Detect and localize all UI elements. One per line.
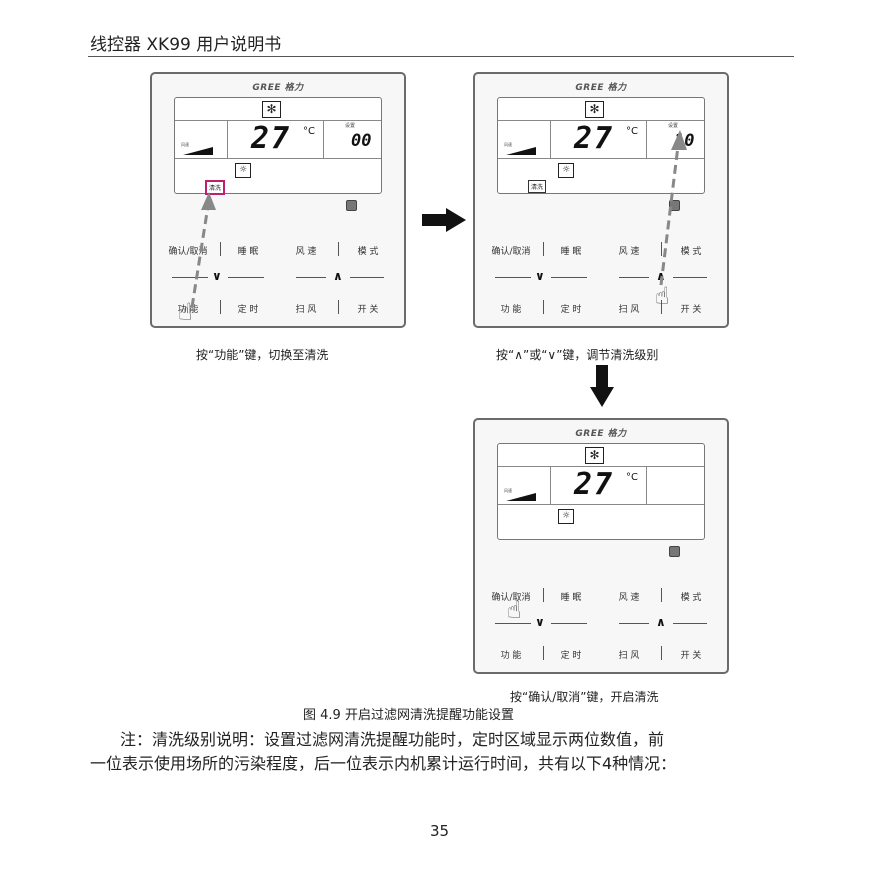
next-step-arrow [590,365,614,407]
light-icon: ☼ [558,509,574,524]
lcd-screen: ✻ 风速 27 °C 设置 10 ☼ 清洗 [497,97,705,194]
timer-display: 00 [351,131,372,151]
controller-panel-3: GREE 格力 ✻ 风速 27 °C ☼ 确认/取消 睡 眠 风 速 模 式 ∨… [473,418,729,674]
cooling-mode-icon: ✻ [262,101,281,118]
controller-panel-2: GREE 格力 ✻ 风速 27 °C 设置 10 ☼ 清洗 确认/取消 睡 眠 … [473,72,729,328]
set-label: 设置 [345,123,356,129]
fan-speed-label: 风速 [504,488,512,493]
sensor-indicator [669,546,680,557]
swing-button[interactable]: 扫 风 [618,651,640,661]
function-button[interactable]: 功 能 [500,651,522,661]
mode-button[interactable]: 模 式 [357,247,379,257]
clean-indicator: 清洗 [205,180,226,195]
page-header: 线控器 XK99 用户说明书 [90,35,282,55]
function-button[interactable]: 功 能 [500,305,522,315]
fan-speed-label: 风速 [181,142,189,147]
down-button[interactable]: ∨ [212,269,222,283]
temperature-display: 27 [574,121,615,156]
down-button[interactable]: ∨ [535,615,545,629]
clean-indicator: 清洗 [528,180,547,193]
power-button[interactable]: 开 关 [357,305,379,315]
fan-speed-button[interactable]: 风 速 [295,247,317,257]
temperature-unit: °C [303,126,315,137]
fan-speed-label: 风速 [504,142,512,147]
step3-caption: 按“确认/取消”键，开启清洗 [510,690,659,704]
confirm-cancel-button[interactable]: 确认/取消 [491,593,531,603]
note-line-2: 一位表示使用场所的污染程度，后一位表示内机累计运行时间，共有以下4种情况： [90,754,677,773]
sleep-button[interactable]: 睡 眠 [560,247,582,257]
power-button[interactable]: 开 关 [680,305,702,315]
set-label: 设置 [668,123,679,129]
pointing-hand-icon: ☝ [507,596,522,624]
fan-speed-button[interactable]: 风 速 [618,247,640,257]
up-button[interactable]: ∧ [656,615,666,629]
lcd-screen: ✻ 风速 27 °C 设置 00 ☼ 清洗 [174,97,382,195]
confirm-cancel-button[interactable]: 确认/取消 [168,247,208,257]
figure-title: 图 4.9 开启过滤网清洗提醒功能设置 [303,708,514,723]
page-number: 35 [430,822,450,840]
sleep-button[interactable]: 睡 眠 [237,247,259,257]
note-line-1: 注：清洗级别说明：设置过滤网清洗提醒功能时，定时区域显示两位数值，前 [120,730,665,749]
cooling-mode-icon: ✻ [585,101,604,118]
function-button[interactable]: 功 能 [177,305,199,315]
timer-button[interactable]: 定 时 [560,305,582,315]
sensor-indicator [346,200,357,211]
temperature-display: 27 [251,121,292,156]
cooling-mode-icon: ✻ [585,447,604,464]
temperature-display: 27 [574,467,615,502]
brand-logo: GREE 格力 [575,83,627,93]
timer-button[interactable]: 定 时 [237,305,259,315]
next-step-arrow [422,208,466,232]
sensor-indicator [669,200,680,211]
brand-logo: GREE 格力 [575,429,627,439]
temperature-unit: °C [626,472,638,483]
down-button[interactable]: ∨ [535,269,545,283]
temperature-unit: °C [626,126,638,137]
pointing-hand-icon: ☝ [655,282,670,310]
confirm-cancel-button[interactable]: 确认/取消 [491,247,531,257]
fan-speed-bars-icon [506,147,536,155]
mode-button[interactable]: 模 式 [680,247,702,257]
fan-speed-bars-icon [506,493,536,501]
pointing-hand-icon: ☝ [178,298,193,326]
lcd-screen: ✻ 风速 27 °C ☼ [497,443,705,540]
controller-panel-1: GREE 格力 ✻ 风速 27 °C 设置 00 ☼ 清洗 确认/取消 睡 眠 … [150,72,406,328]
brand-logo: GREE 格力 [252,83,304,93]
step1-caption: 按“功能”键，切换至清洗 [196,348,329,362]
step2-caption: 按“∧”或“∨”键，调节清洗级别 [496,348,659,362]
guide-arrow [190,192,216,308]
fan-speed-bars-icon [183,147,213,155]
timer-button[interactable]: 定 时 [560,651,582,661]
light-icon: ☼ [558,163,574,178]
guide-arrow [659,130,687,286]
mode-button[interactable]: 模 式 [680,593,702,603]
fan-speed-button[interactable]: 风 速 [618,593,640,603]
up-button[interactable]: ∧ [333,269,343,283]
header-divider [88,56,794,57]
power-button[interactable]: 开 关 [680,651,702,661]
swing-button[interactable]: 扫 风 [295,305,317,315]
sleep-button[interactable]: 睡 眠 [560,593,582,603]
swing-button[interactable]: 扫 风 [618,305,640,315]
light-icon: ☼ [235,163,251,178]
